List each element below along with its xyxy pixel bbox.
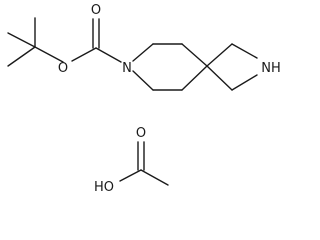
ester-oxygen-label: O xyxy=(58,61,68,76)
upper-right-ch2-to-spiro-carbon-bond xyxy=(181,43,208,67)
tbutyl-bond-center-to-left-lower xyxy=(7,46,36,67)
tbutyl-bond-center-to-left-upper xyxy=(7,32,36,48)
spiro-carbon-to-top-ch2-bond xyxy=(206,43,233,67)
acetic-acid-hydroxyl-label: HO xyxy=(94,180,114,195)
carbamate-group xyxy=(71,18,122,63)
bottom-ch2-to-nh-bond xyxy=(231,74,258,91)
acetic-acid xyxy=(119,141,169,186)
tert-butyl-group xyxy=(7,17,64,67)
acetic-carbonyl-carbon-to-hydroxyl-bond xyxy=(119,169,142,182)
lower-right-ch2-to-spiro-carbon-bond xyxy=(181,65,208,91)
n-to-lower-ch2-bond xyxy=(132,70,154,91)
tbutyl-bond-center-to-ester-oxygen xyxy=(34,46,64,63)
acetic-acid-carbonyl-oxygen-label: O xyxy=(136,126,146,141)
azetidine-ring xyxy=(206,43,258,91)
piperidine-ring xyxy=(132,43,208,91)
chemical-structure-diagram: O O N NH O HO xyxy=(7,3,281,195)
carbonyl-oxygen-label: O xyxy=(91,3,101,18)
acetic-carbonyl-carbon-to-methyl-bond xyxy=(140,169,169,186)
azetidine-nh-label: NH xyxy=(261,61,281,76)
spiro-carbon-to-bottom-ch2-bond xyxy=(206,65,233,91)
n-to-upper-ch2-bond xyxy=(132,43,154,62)
piperidine-nitrogen-label: N xyxy=(122,61,132,76)
carbonyl-carbon-to-nitrogen-bond xyxy=(95,47,122,63)
ester-oxygen-to-carbonyl-carbon-bond xyxy=(71,47,97,62)
top-ch2-to-nh-bond xyxy=(231,43,258,59)
